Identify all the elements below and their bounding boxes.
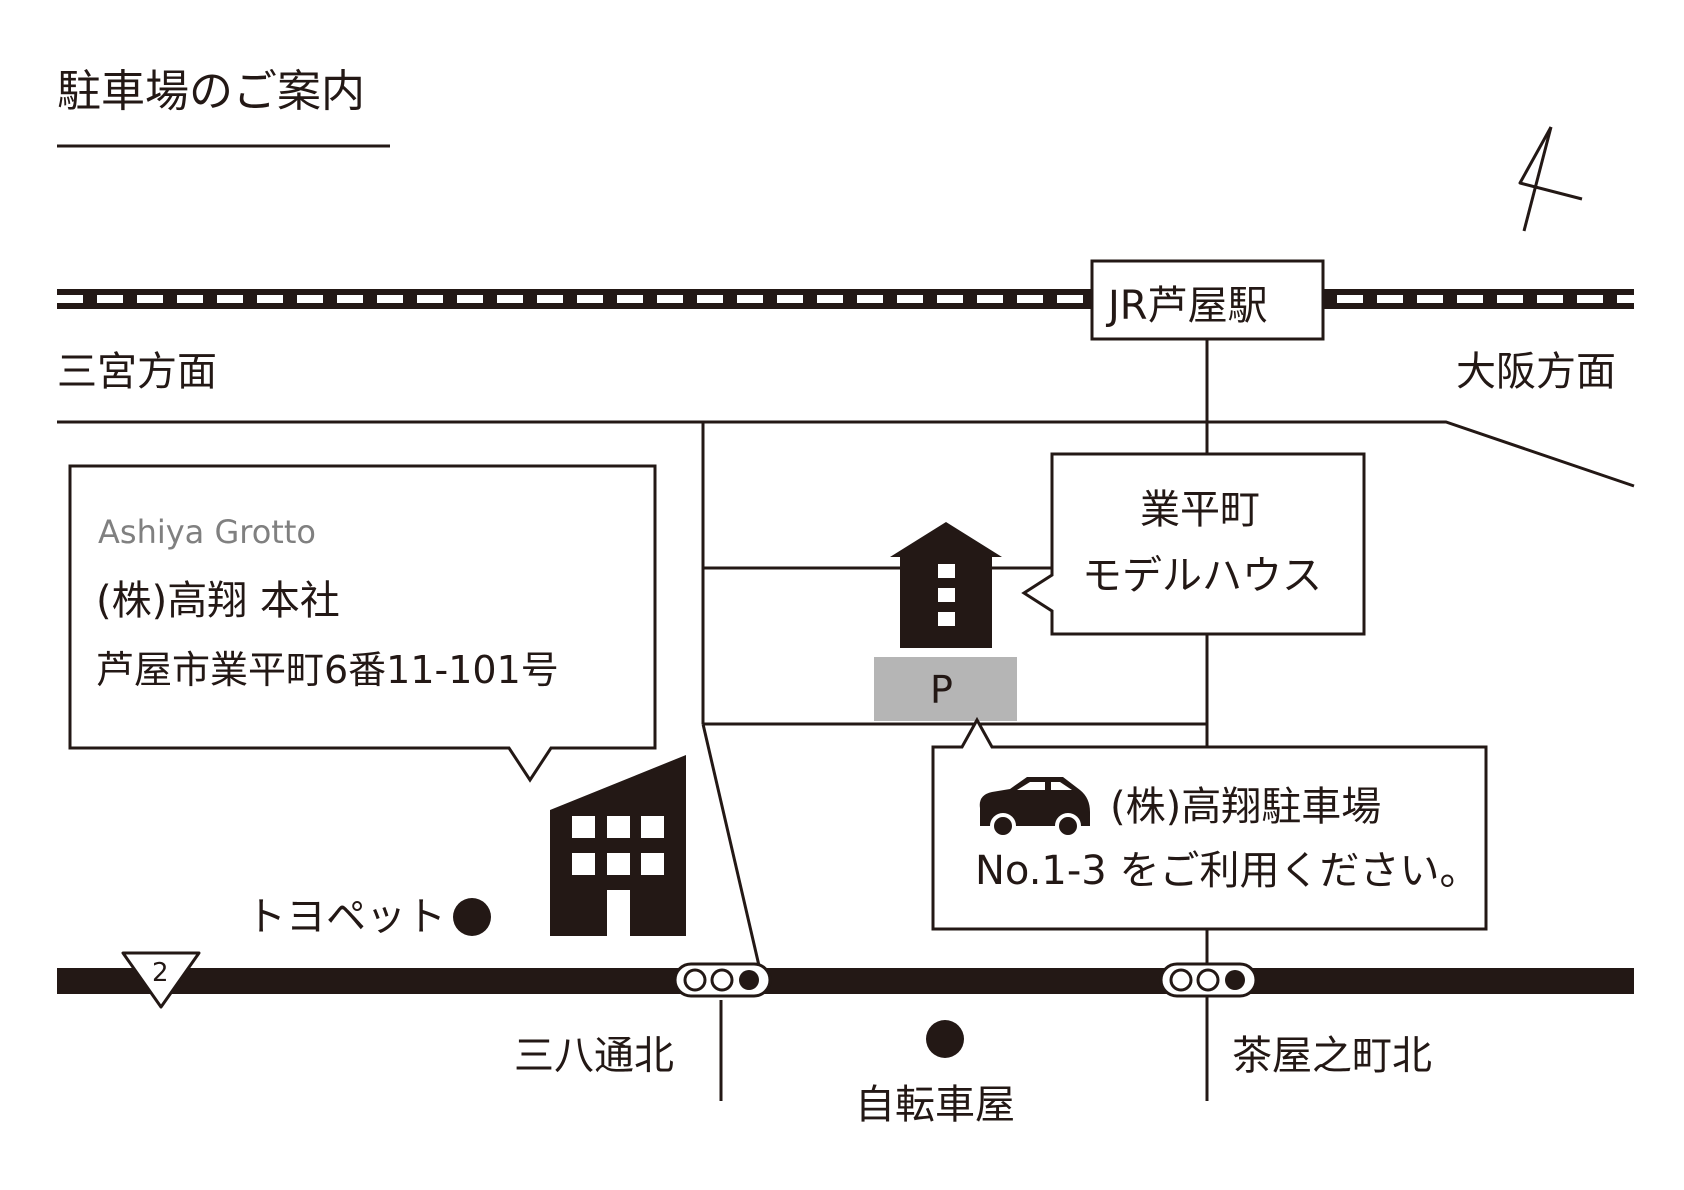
route-number: 2 [152, 958, 169, 988]
north-arrow-icon [1518, 126, 1583, 232]
parking-sign: P [930, 668, 953, 712]
parking-callout [931, 716, 1488, 931]
head-office-callout [68, 464, 657, 783]
page-title: 駐車場のご案内 [57, 66, 365, 117]
station-box [1090, 259, 1325, 341]
traffic-light-icon [1159, 962, 1258, 998]
toyopet-marker [453, 898, 491, 936]
direction-east-label: 大阪方面 [1456, 349, 1616, 395]
intersection-east-label: 茶屋之町北 [1232, 1033, 1432, 1079]
parking-name: (株)高翔駐車場 [1110, 784, 1382, 830]
bicycle-shop-marker [926, 1020, 964, 1058]
toyopet-label: トヨペット [246, 894, 446, 940]
head-office-english-name: Ashiya Grotto [98, 513, 316, 551]
route-2-shield [121, 951, 201, 1009]
parking-instruction: No.1-3 をご利用ください。 [975, 848, 1480, 894]
traffic-light-icon [673, 962, 772, 998]
model-house-location: 業平町 [1140, 487, 1260, 533]
model-house-icon [890, 522, 1002, 648]
model-house-callout [1021, 452, 1366, 636]
head-office-name: (株)高翔 本社 [96, 578, 340, 624]
station-label: JR芦屋駅 [1108, 283, 1268, 329]
parking-area [874, 657, 1017, 721]
office-building-icon [550, 755, 686, 936]
railway-line [57, 289, 1634, 309]
intersection-west-label: 三八通北 [514, 1033, 674, 1079]
direction-west-label: 三宮方面 [57, 349, 217, 395]
head-office-address: 芦屋市業平町6番11-101号 [96, 648, 559, 692]
car-icon [979, 777, 1090, 839]
model-house-name: モデルハウス [1082, 553, 1322, 599]
main-road-route-2 [57, 968, 1634, 994]
bicycle-shop-label: 自転車屋 [855, 1082, 1015, 1128]
